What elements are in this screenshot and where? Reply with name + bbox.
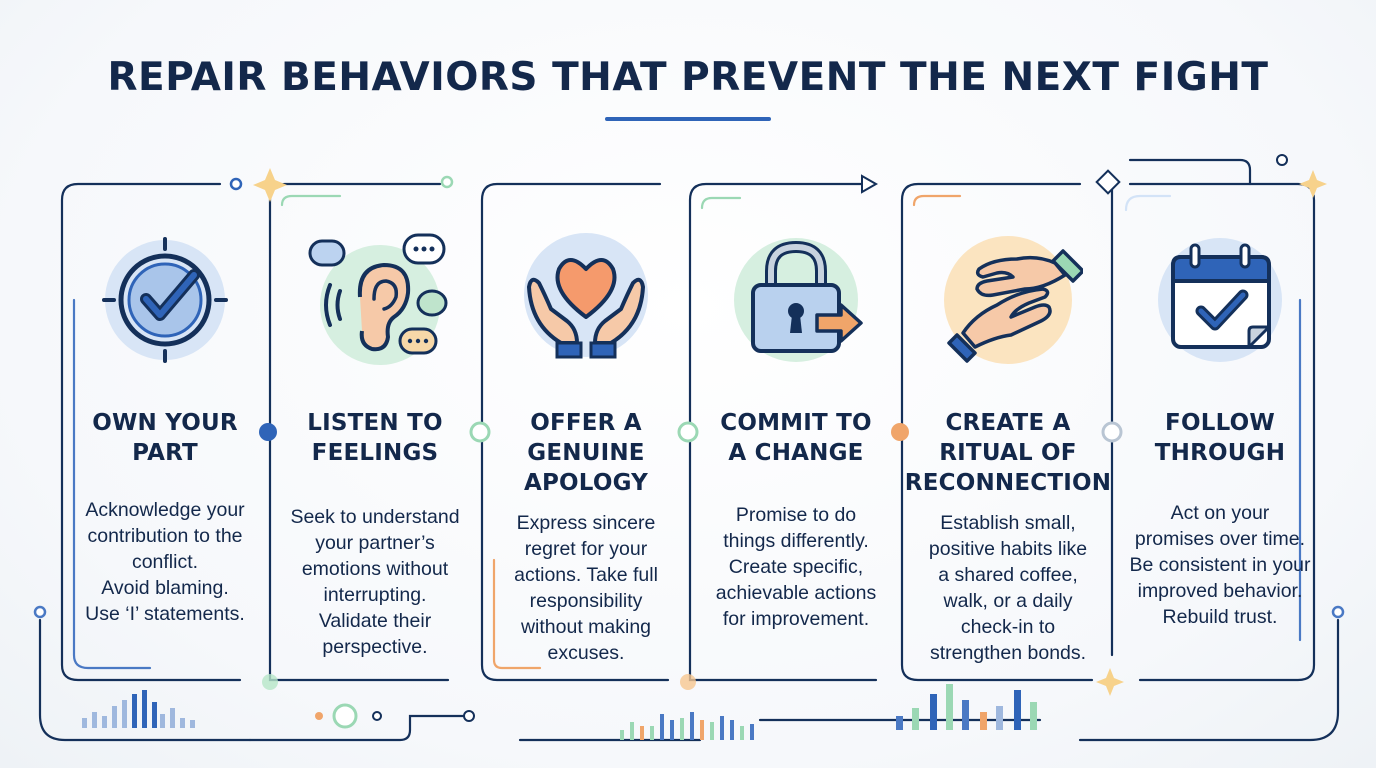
step-desc-line: regret for your <box>524 538 648 560</box>
step-desc-line: a shared coffee, <box>938 564 1078 586</box>
page-title: REPAIR BEHAVIORS THAT PREVENT THE NEXT F… <box>107 55 1269 100</box>
step-desc-line: improved behavior. <box>1137 580 1303 602</box>
step-desc-line: perspective. <box>322 636 428 658</box>
step-own-your-part: OWN YOUR PART Acknowledge your contribut… <box>62 0 268 768</box>
step-desc-line: excuses. <box>547 642 625 664</box>
step-follow-through: FOLLOW THROUGH Act on your promises over… <box>1118 0 1322 768</box>
step-desc-line: strengthen bonds. <box>929 642 1087 664</box>
calendar-check-icon <box>1145 225 1295 375</box>
step-desc-line: Express sincere <box>516 512 656 534</box>
step-description: Express sincere regret for your actions.… <box>484 510 688 666</box>
step-desc-line: Rebuild trust. <box>1162 606 1278 628</box>
step-ritual-of-reconnection: CREATE A RITUAL OF RECONNECTION Establis… <box>900 0 1116 768</box>
step-desc-line: emotions without <box>301 558 449 580</box>
step-desc-line: Acknowledge your <box>85 499 245 521</box>
step-description: Act on your promises over time. Be consi… <box>1118 500 1322 630</box>
step-description: Seek to understand your partner’s emotio… <box>272 504 478 660</box>
step-desc-line: actions. Take full <box>514 564 658 586</box>
step-desc-line: without making <box>520 616 652 638</box>
step-desc-line: Use ‘I’ statements. <box>85 603 245 625</box>
step-desc-line: Be consistent in your <box>1129 554 1311 576</box>
step-title: OWN YOUR PART <box>62 408 268 468</box>
step-desc-line: Create specific, <box>728 556 864 578</box>
step-desc-line: for improvement. <box>722 608 870 630</box>
step-title: FOLLOW THROUGH <box>1118 408 1322 468</box>
step-desc-line: check-in to <box>960 616 1056 638</box>
step-title-line: APOLOGY <box>523 470 649 496</box>
title-underline <box>605 117 771 121</box>
step-desc-line: responsibility <box>529 590 643 612</box>
padlock-arrow-icon <box>721 225 871 375</box>
step-title-line: OFFER A <box>530 410 642 436</box>
step-desc-line: Promise to do <box>735 504 857 526</box>
step-title-line: COMMIT TO <box>720 410 872 436</box>
step-title-line: THROUGH <box>1154 440 1286 466</box>
step-desc-line: interrupting. <box>323 584 427 606</box>
step-desc-line: positive habits like <box>928 538 1088 560</box>
step-desc-line: Seek to understand <box>290 506 460 528</box>
step-description: Establish small, positive habits like a … <box>900 510 1116 666</box>
step-desc-line: contribution to the <box>87 525 243 547</box>
step-title-line: CREATE A <box>945 410 1071 436</box>
step-description: Promise to do things differently. Create… <box>692 502 900 632</box>
step-title-line: FEELINGS <box>311 440 439 466</box>
step-title: CREATE A RITUAL OF RECONNECTION <box>900 408 1116 498</box>
step-desc-line: your partner’s <box>315 532 435 554</box>
step-title-line: RITUAL OF <box>939 440 1077 466</box>
step-desc-line: Act on your <box>1170 502 1270 524</box>
step-title: COMMIT TO A CHANGE <box>692 408 900 468</box>
step-title-line: RECONNECTION <box>904 470 1112 496</box>
step-description: Acknowledge your contribution to the con… <box>62 497 268 627</box>
step-desc-line: promises over time. <box>1134 528 1306 550</box>
step-desc-line: walk, or a daily <box>943 590 1073 612</box>
step-title: OFFER A GENUINE APOLOGY <box>484 408 688 498</box>
ear-listening-icon <box>300 225 450 375</box>
checkmark-target-icon <box>90 225 240 375</box>
step-offer-genuine-apology: OFFER A GENUINE APOLOGY Express sincere … <box>484 0 688 768</box>
step-title-line: OWN YOUR <box>92 410 238 436</box>
step-title-line: GENUINE <box>527 440 645 466</box>
reaching-hands-icon <box>933 225 1083 375</box>
step-title-line: LISTEN TO <box>307 410 443 436</box>
step-desc-line: conflict. <box>131 551 199 573</box>
step-desc-line: things differently. <box>723 530 869 552</box>
step-desc-line: achievable actions <box>715 582 877 604</box>
step-desc-line: Avoid blaming. <box>101 577 229 599</box>
step-commit-to-change: COMMIT TO A CHANGE Promise to do things … <box>692 0 900 768</box>
step-title-line: PART <box>132 440 198 466</box>
step-title-line: A CHANGE <box>728 440 864 466</box>
step-listen-to-feelings: LISTEN TO FEELINGS Seek to understand yo… <box>272 0 478 768</box>
step-title: LISTEN TO FEELINGS <box>272 408 478 468</box>
step-desc-line: Establish small, <box>940 512 1076 534</box>
step-title-line: FOLLOW <box>1165 410 1275 436</box>
heart-in-hands-icon <box>511 225 661 375</box>
step-desc-line: Validate their <box>318 610 432 632</box>
